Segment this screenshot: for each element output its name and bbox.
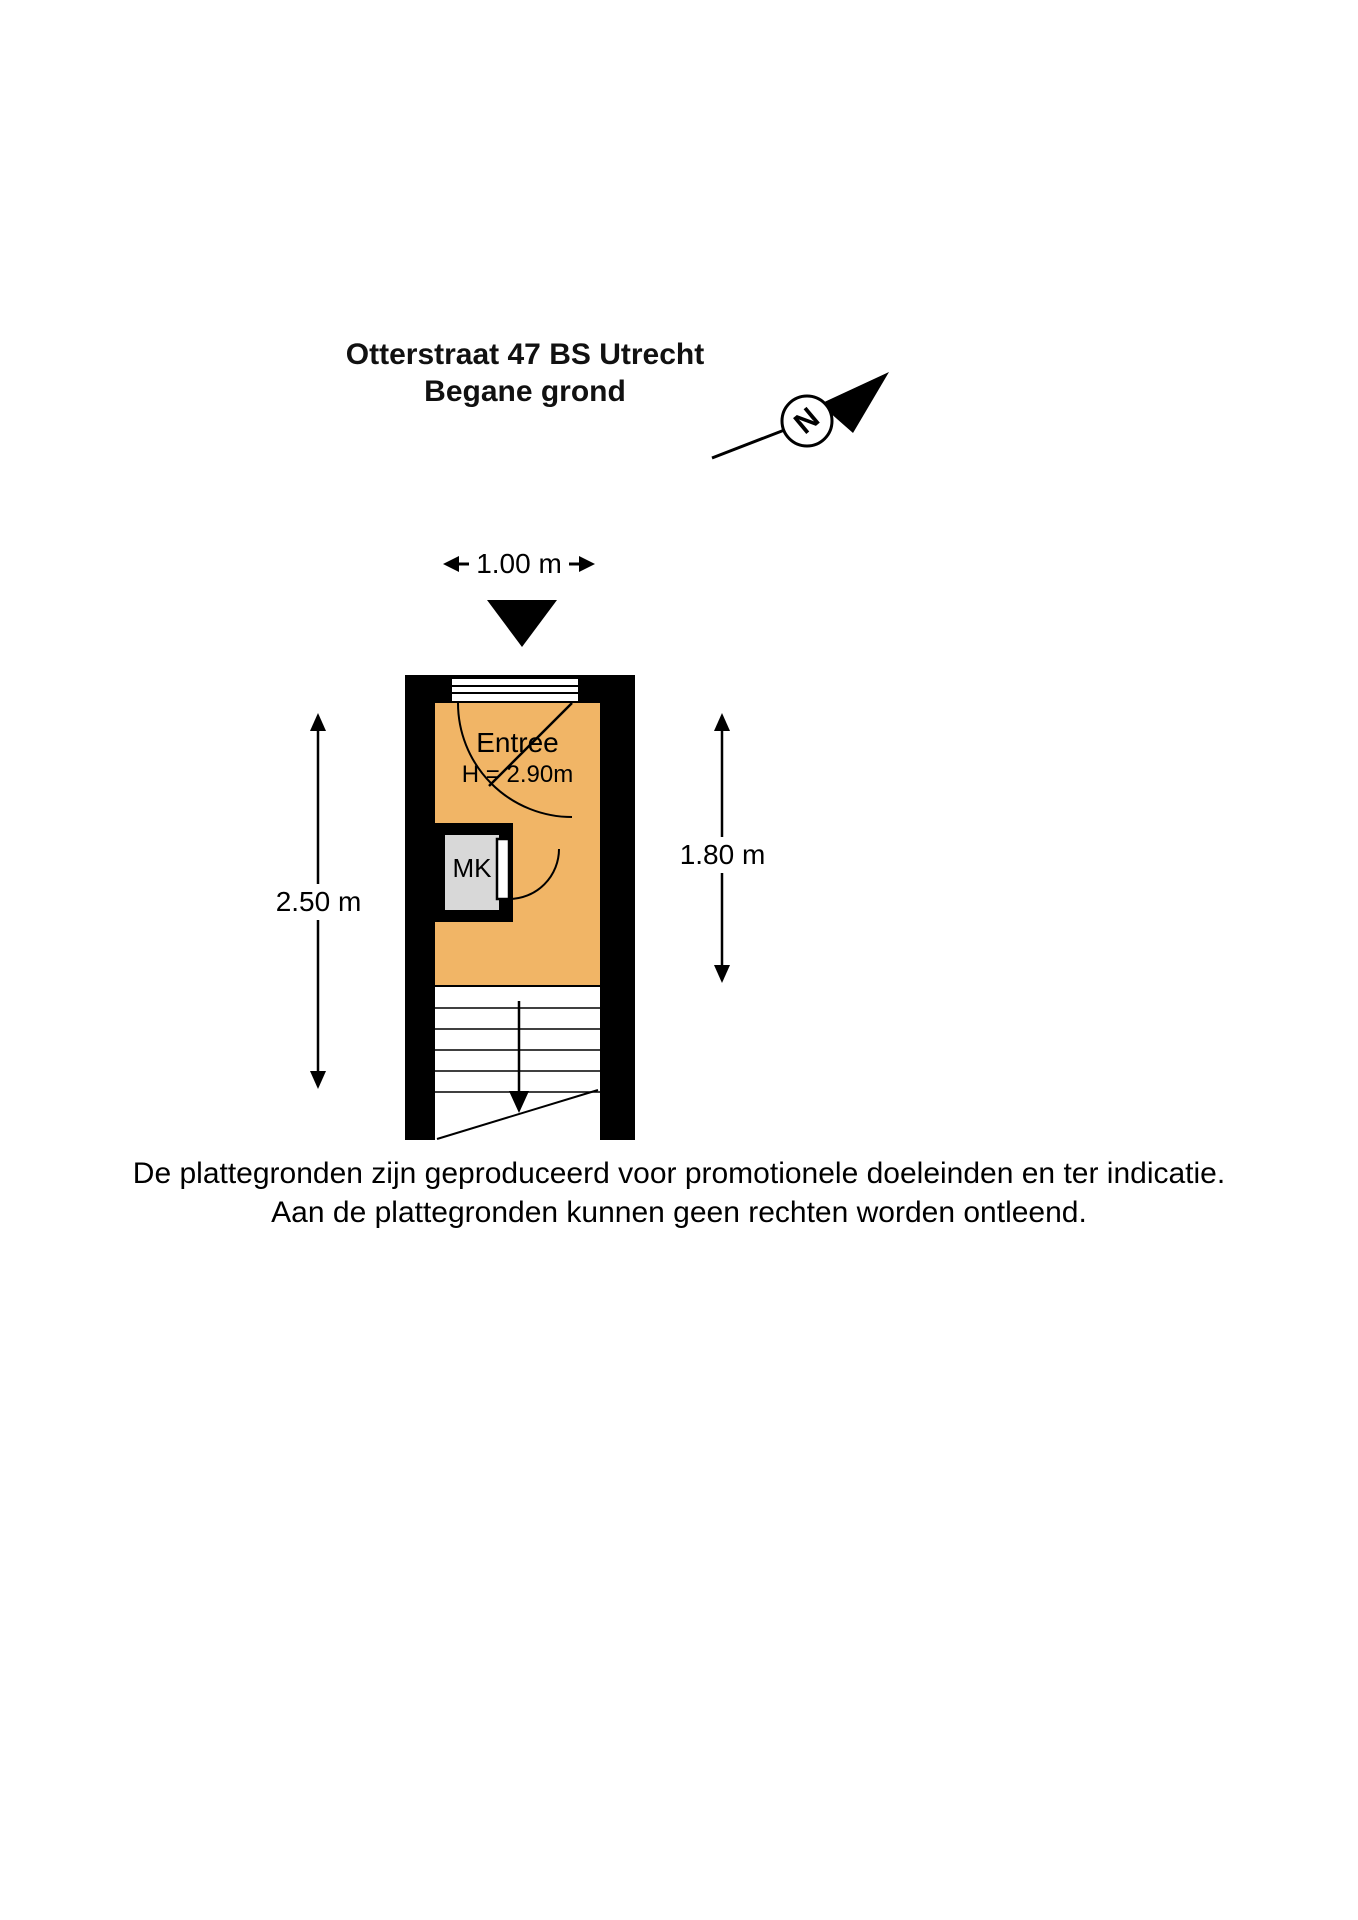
- entrance-arrow-icon: [487, 600, 557, 647]
- mk-closet-interior: [445, 835, 499, 910]
- stairs-down-arrow-icon: [509, 1001, 529, 1113]
- disclaimer-line-2: Aan de plattegronden kunnen geen rechten…: [271, 1196, 1087, 1229]
- disclaimer: De plattegronden zijn geproduceerd voor …: [0, 1154, 1358, 1232]
- page-title: Otterstraat 47 BS Utrecht Begane grond: [275, 336, 775, 410]
- mk-label: MK: [452, 853, 492, 883]
- floor-plan: Entree H = 2.90m MK: [405, 675, 635, 1140]
- dimension-top-width-label: 1.00 m: [476, 548, 562, 579]
- floor-title: Begane grond: [424, 375, 626, 408]
- disclaimer-line-1: De plattegronden zijn geproduceerd voor …: [132, 1157, 1226, 1190]
- arrow-left-icon: [443, 556, 469, 572]
- arrow-right-icon: [568, 556, 595, 572]
- north-compass-icon: N: [710, 368, 892, 466]
- staircase: [435, 985, 600, 1140]
- window-glass-line: [452, 685, 578, 687]
- window-glass-line: [452, 692, 578, 694]
- dimension-left-label: 2.50 m: [270, 884, 367, 920]
- entry-door-window: [450, 677, 580, 703]
- room-ceiling-height-label: H = 2.90m: [461, 761, 574, 788]
- dimension-right-label: 1.80 m: [674, 837, 771, 873]
- room-label: Entree: [476, 727, 559, 758]
- address-title: Otterstraat 47 BS Utrecht: [345, 338, 705, 371]
- stair-winder-line: [436, 1089, 599, 1140]
- dimension-top-width: 1.00 m: [443, 548, 595, 579]
